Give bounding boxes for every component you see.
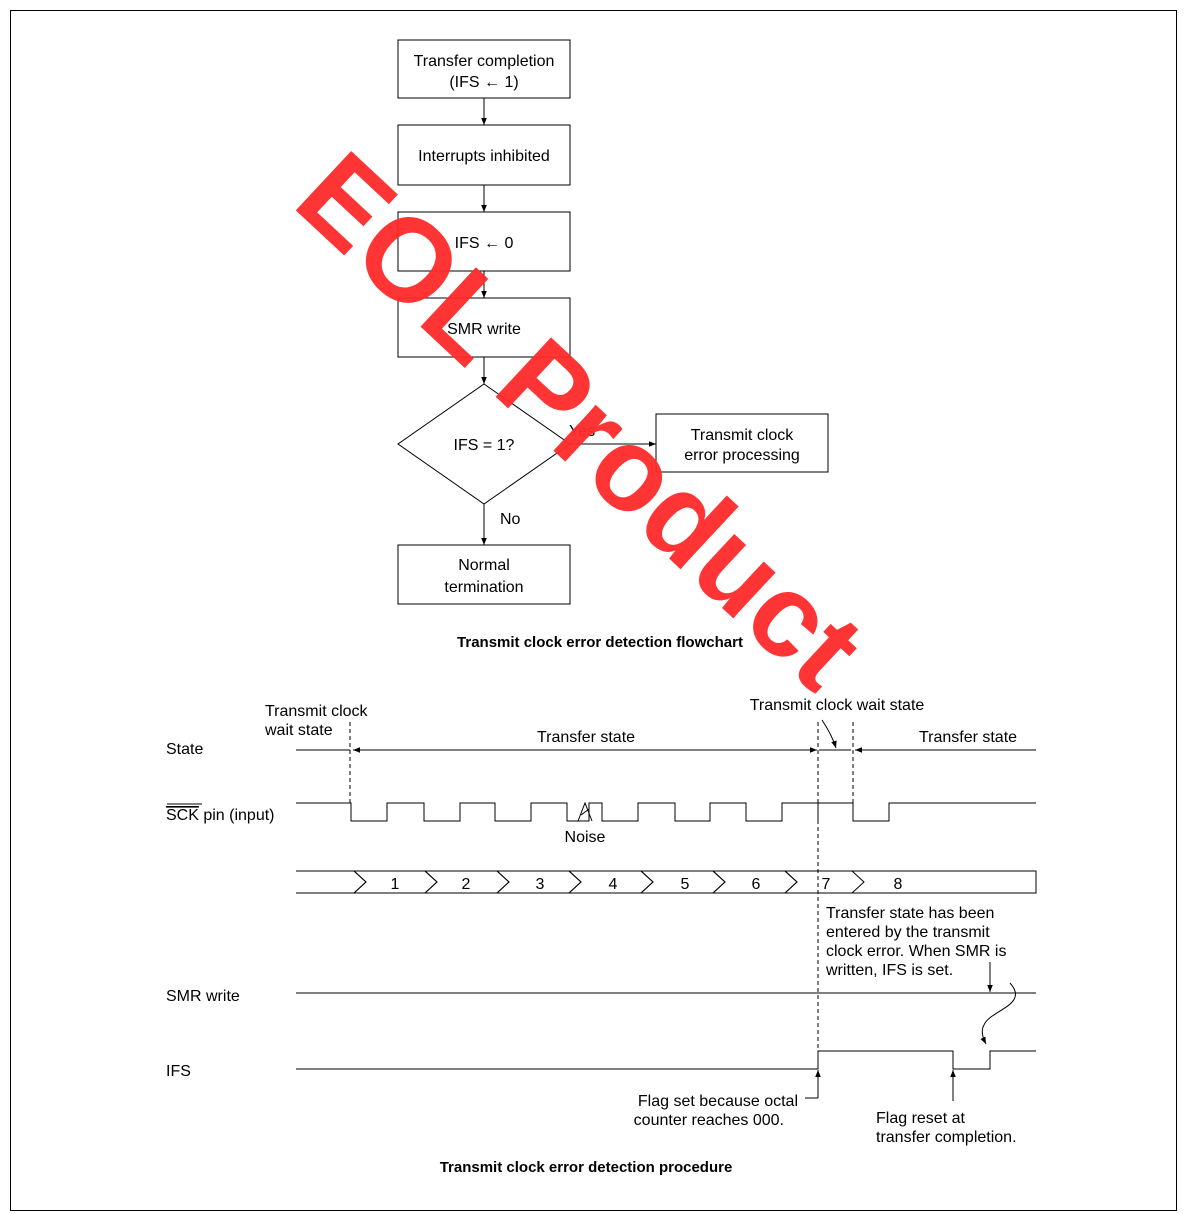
error-processing-sub: error processing [684,447,800,464]
smr-row-label: SMR write [166,988,240,1005]
noise-label: Noise [565,829,606,846]
sck-rest-text: pin (input) [199,807,275,824]
count-6: 6 [752,876,761,893]
page-border [10,10,1177,1211]
no-label: No [500,511,521,528]
timing-diagram: State SCK pin (input) SMR write IFS Tran… [166,697,1037,1176]
counter-bus: 1 2 3 4 5 6 7 8 [296,870,1037,894]
note-line-2: entered by the transmit [826,924,990,941]
wait-state-2-pointer [821,719,837,749]
wait-state-sub: wait state [264,722,333,739]
decision-label: IFS = 1? [454,437,515,454]
count-5: 5 [681,876,690,893]
flag-reset-line-2: transfer completion. [876,1129,1017,1146]
sck-row-label: SCK pin (input) [166,807,275,824]
count-4: 4 [609,876,618,893]
bus-lead-in [296,870,367,894]
wait-state-label: Transmit clock [265,703,369,720]
note-line-1: Transfer state has been [826,905,994,922]
note-line-3: clock error. When SMR is [826,943,1006,960]
noise-glitch-hatch [580,808,590,816]
count-1: 1 [391,876,400,893]
step-interrupts-label: Interrupts inhibited [418,148,550,165]
step-smr-write-box [397,297,571,358]
yes-label: Yes [569,423,595,440]
error-processing-box [655,413,829,473]
smr-to-ifs-arrow [980,982,1017,1045]
step-ifs-clear-label: IFS ← 0 [455,235,514,252]
flag-set-line-1: Flag set because octal [638,1093,798,1110]
flowchart-caption: Transmit clock error detection flowchart [457,634,743,651]
sck-overline-text: SCK [166,807,199,824]
step-transfer-completion-label: Transfer completion [414,53,555,70]
timing-caption: Transmit clock error detection procedure [440,1159,733,1176]
count-2: 2 [462,876,471,893]
ifs-row-label: IFS [166,1063,191,1080]
step-smr-write-label: SMR write [447,321,521,338]
state-row-label: State [166,741,203,758]
normal-termination-label: Normal [458,557,510,574]
step-ifs-clear-box [397,211,571,272]
count-8: 8 [894,876,903,893]
sck-waveform [296,802,1036,822]
normal-termination-sub: termination [444,579,523,596]
flag-set-line-2: counter reaches 000. [634,1112,784,1129]
error-processing-label: Transmit clock [691,427,795,444]
transfer-state-2-label: Transfer state [919,729,1017,746]
step-transfer-completion-box [397,39,571,99]
normal-termination-box [397,544,571,605]
step-interrupts-box [397,124,571,186]
flowchart: Transfer completion (IFS ← 1) Interrupts… [397,39,829,651]
transfer-state-label: Transfer state [537,729,635,746]
ifs-waveform [296,1050,1036,1070]
step-transfer-completion-sub: (IFS ← 1) [449,74,518,91]
bus-segment-last [852,870,1037,894]
count-7: 7 [822,876,831,893]
noise-glitch [577,801,593,822]
flag-reset-line-1: Flag reset at [876,1110,965,1127]
count-3: 3 [536,876,545,893]
wait-state-2-label: Transmit clock wait state [750,697,925,714]
note-line-4: written, IFS is set. [825,962,953,979]
